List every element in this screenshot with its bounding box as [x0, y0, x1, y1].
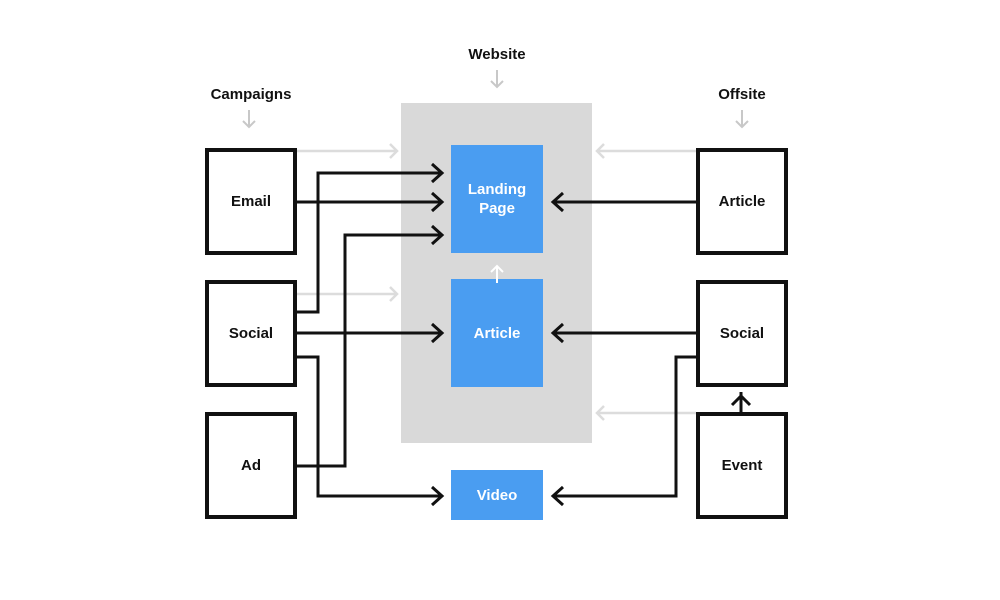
email-to-landing-arrowhead [430, 191, 445, 213]
faded-social-arrow [297, 286, 399, 302]
website-article-node: Article [451, 279, 543, 387]
social-to-landing-arrowhead [430, 162, 445, 184]
ad-to-landing-arrowhead [430, 224, 445, 246]
offsite-social-node: Social [696, 280, 788, 387]
offsite-article-to-landing-arrowhead [550, 191, 565, 213]
campaign-ad-node: Ad [205, 412, 297, 519]
website-video-label: Video [476, 486, 518, 504]
offsite-down-arrow-icon [735, 110, 749, 129]
offsite-social-to-video-line [553, 355, 696, 498]
website-heading: Website [468, 46, 526, 63]
offsite-article-label: Article [718, 193, 766, 210]
website-landing-page-node: Landing Page [451, 145, 543, 253]
offsite-social-label: Social [719, 325, 765, 342]
solid-connectors [297, 162, 752, 507]
offsite-heading: Offsite [718, 86, 766, 103]
article-to-landing-connector [490, 264, 504, 283]
website-landing-page-label: Landing Page [467, 181, 527, 217]
article-to-landing-up-arrow-icon [490, 264, 504, 283]
campaigns-down-arrow-icon [242, 110, 256, 129]
social-to-landing-line [297, 171, 442, 314]
offsite-event-label: Event [721, 457, 763, 474]
campaign-social-node: Social [205, 280, 297, 387]
event-to-social-arrowhead [730, 393, 752, 407]
faded-email-arrow [297, 143, 399, 159]
social-to-article-arrowhead [430, 322, 445, 344]
faded-offsite-article-arrow [595, 143, 696, 159]
faded-connectors [297, 143, 696, 421]
campaign-email-node: Email [205, 148, 297, 255]
heading-arrows [242, 70, 749, 129]
website-article-label: Article [473, 324, 521, 342]
website-down-arrow-icon [490, 70, 504, 89]
campaigns-heading: Campaigns [210, 86, 292, 103]
social-to-video-line [297, 355, 442, 498]
website-video-node: Video [451, 470, 543, 520]
ad-to-landing-line [297, 233, 442, 468]
offsite-social-to-article-arrowhead [550, 322, 565, 344]
campaign-email-label: Email [230, 193, 272, 210]
offsite-social-to-video-arrowhead [550, 485, 565, 507]
faded-event-arrow [595, 405, 696, 421]
offsite-article-node: Article [696, 148, 788, 255]
offsite-event-node: Event [696, 412, 788, 519]
campaign-social-label: Social [228, 325, 274, 342]
campaign-ad-label: Ad [241, 457, 261, 474]
social-to-video-arrowhead [430, 485, 445, 507]
